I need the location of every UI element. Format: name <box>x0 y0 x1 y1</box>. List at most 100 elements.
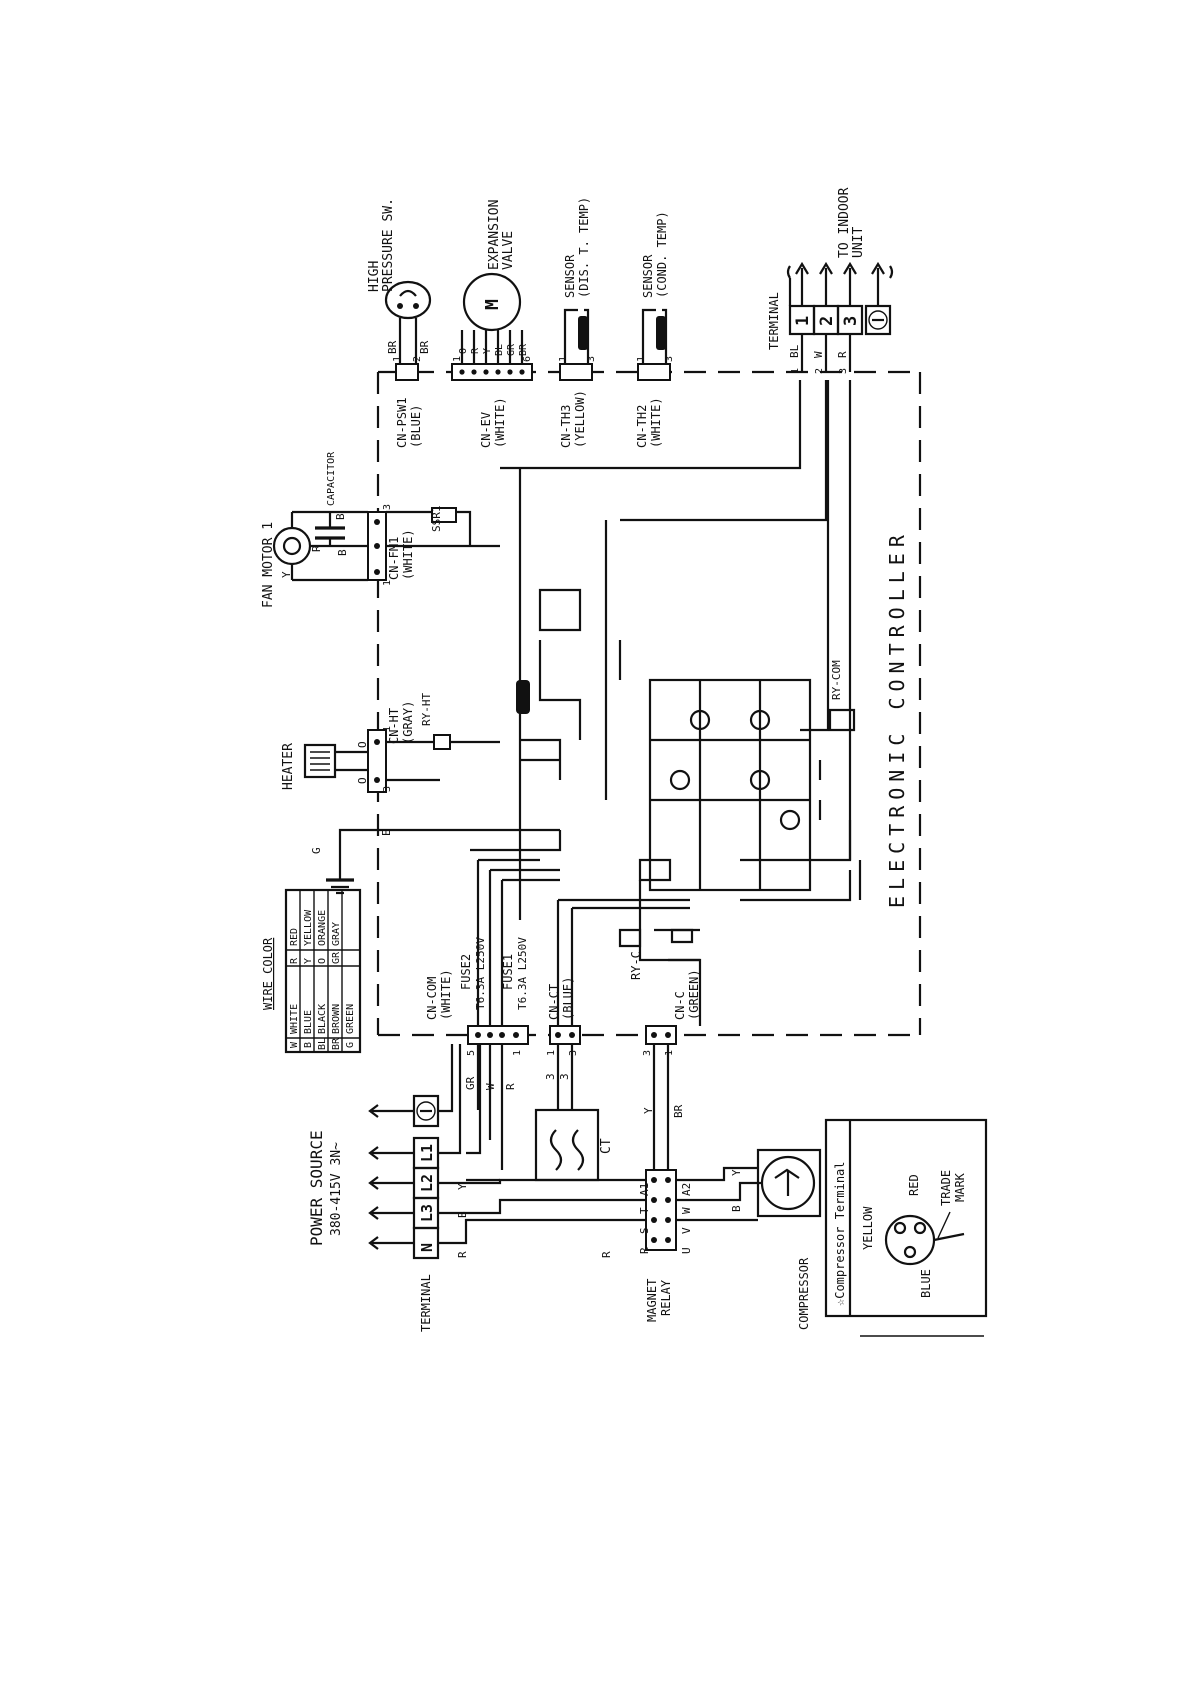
cn-com-line1: CN-COM <box>425 977 439 1020</box>
relay-bot-a2: A2 <box>680 1183 693 1196</box>
ground-symbol <box>326 828 378 895</box>
to-indoor-arrows <box>786 261 894 306</box>
sensor-cond-line1: SENSOR <box>641 254 655 298</box>
power-wiring <box>438 1044 660 1245</box>
pin-ht-3: 3 <box>382 786 393 792</box>
pin-th3-1: 1 <box>558 356 569 362</box>
high-pressure-line2: PRESSURE SW. <box>381 198 396 292</box>
terminal-bottom-label: TERMINAL <box>419 1274 433 1332</box>
wc-r2-c0: BL <box>317 1038 328 1050</box>
indoor-terminal-3: 3 <box>841 316 861 326</box>
ev-y-mark: Y <box>482 348 493 354</box>
pin-ct-3: 3 <box>568 1050 579 1056</box>
pl1-mark: R <box>456 1251 469 1258</box>
wc-r1-c1: BLUE <box>303 1010 314 1034</box>
wc-r1-c0: B <box>303 1042 314 1048</box>
compressor-terminal-box <box>824 1118 988 1318</box>
motor-m-label: M <box>482 299 503 310</box>
fuse1-line1: FUSE1 <box>501 954 515 990</box>
cn-ht-line1: CN-HT <box>387 708 401 744</box>
pin-psw-2: 2 <box>412 356 423 362</box>
ssr1-label: SSR1 <box>430 506 443 533</box>
pin-psw-1: 1 <box>392 356 403 362</box>
comp-y-mark: Y <box>730 1169 743 1176</box>
comp-terminal-yellow: YELLOW <box>861 1206 875 1250</box>
capacitor-label: CAPACITOR <box>326 451 337 506</box>
pin-com-5: 5 <box>466 1050 477 1056</box>
heater-o1-mark: O <box>356 741 369 748</box>
connector-cn-th2 <box>637 363 671 381</box>
fan-motor-label: FAN MOTOR 1 <box>261 522 276 608</box>
pin-ind-3: 3 <box>838 368 849 374</box>
cn-com-w-mark: W <box>484 1083 497 1090</box>
high-pressure-line1: HIGH <box>367 261 382 292</box>
wc-r3-c3: GRAY <box>331 922 342 946</box>
pin-fm1-3: 3 <box>382 504 393 510</box>
cn-ev-line2: (WHITE) <box>493 397 507 448</box>
indoor-terminal-2: 2 <box>817 316 837 326</box>
fan-y-mark: Y <box>280 571 293 578</box>
electronic-controller-label: ELECTRONIC CONTROLLER <box>885 529 909 908</box>
pin-c-1: 1 <box>664 1050 675 1056</box>
cn-th3-line2: (YELLOW) <box>573 390 587 448</box>
ct-symbol <box>534 1044 600 1182</box>
pin-ht-1: 1 <box>382 726 393 732</box>
magnet-relay-line1: MAGNET <box>645 1279 659 1322</box>
wc-r4-c0: G <box>345 1042 356 1048</box>
pin-ev-1: 1 <box>452 356 463 362</box>
comp-terminal-red: RED <box>907 1174 921 1196</box>
pin-ct-1: 1 <box>546 1050 557 1056</box>
sensor-dis-line1: SENSOR <box>563 254 577 298</box>
wc-r0-c2: R <box>289 957 300 964</box>
ind-bl-mark: BL <box>788 344 801 358</box>
cn-com-line2: (WHITE) <box>439 969 453 1020</box>
wc-r0-c0: W <box>289 1041 300 1048</box>
cn-c-line1: CN-C <box>673 991 687 1020</box>
wc-r0-c3: RED <box>289 928 300 946</box>
connector-cn-ct <box>549 1025 581 1045</box>
ev-gr-mark: GR <box>506 343 517 356</box>
cn-ev-line1: CN-EV <box>479 412 493 448</box>
pin-th2-1: 1 <box>636 356 647 362</box>
fuse1-line2: T6.3A L250V <box>516 937 529 1010</box>
sensor-dis-line2: (DIS. T. TEMP) <box>577 197 591 298</box>
sensor-cond-line2: (COND. TEMP) <box>655 211 669 298</box>
comp-terminal-mark: MARK <box>953 1172 967 1202</box>
cn-fm1-line2: (WHITE) <box>401 529 415 580</box>
terminal-top-label: TERMINAL <box>767 292 781 350</box>
connector-cn-psw1 <box>395 363 419 381</box>
pin-ind-2: 2 <box>814 368 825 374</box>
fan-r-mark: R <box>310 545 323 552</box>
sensor-dis-symbol <box>563 308 590 364</box>
comp-terminal-blue: BLUE <box>919 1269 933 1298</box>
cn-com-gr-mark: GR <box>464 1076 477 1090</box>
power-terminal-n: N <box>418 1243 436 1252</box>
power-arrows <box>368 1104 414 1250</box>
sensor-cond-symbol <box>641 308 668 364</box>
to-indoor-line1: TO INDOOR <box>837 187 852 258</box>
relay-bot-v: V <box>680 1227 693 1234</box>
wc-r0-c1: WHITE <box>289 1004 300 1034</box>
ind-w-mark: W <box>812 351 825 358</box>
ct-wire-1-mark: 3 <box>544 1073 557 1080</box>
cn-c-line2: (GREEN) <box>687 969 701 1020</box>
fuse2-line1: FUSE2 <box>459 954 473 990</box>
wc-r3-c0: BR <box>331 1037 342 1050</box>
connector-cn-ht <box>367 729 387 793</box>
ev-br-mark: BR <box>518 343 529 356</box>
connector-cn-com <box>467 1025 529 1045</box>
power-terminal-l3: L3 <box>418 1204 436 1222</box>
cap-b-mark: B <box>334 513 347 520</box>
pin-com-1: 1 <box>512 1050 523 1056</box>
ev-r-mark: R <box>470 347 481 354</box>
comp-terminal-trade: TRADE <box>939 1170 953 1206</box>
heater-o2-mark: O <box>356 777 369 784</box>
psw-br2-mark: BR <box>418 340 431 354</box>
fan-b-mark: B <box>336 549 349 556</box>
power-terminal-l2: L2 <box>418 1174 436 1192</box>
comp-b-mark: B <box>730 1205 743 1212</box>
power-terminal-l1: L1 <box>418 1144 436 1162</box>
cn-com-r-mark: R <box>504 1083 517 1090</box>
